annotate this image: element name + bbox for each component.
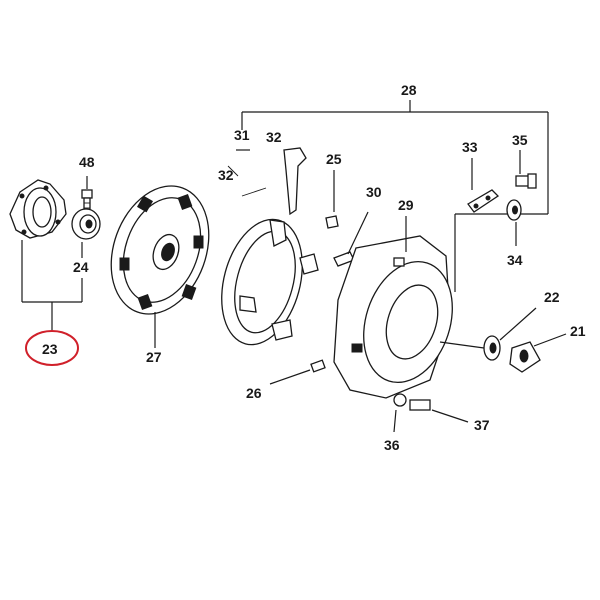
part-23-flange [9, 179, 67, 239]
label-35: 35 [512, 132, 528, 148]
part-26-bolt [269, 359, 326, 385]
label-30: 30 [366, 184, 382, 200]
group-bracket-23 [21, 240, 83, 330]
label-36: 36 [384, 437, 400, 453]
part-35-bolt [515, 150, 537, 189]
part-29-housing [333, 216, 453, 399]
label-22: 22 [544, 289, 560, 305]
label-21: 21 [570, 323, 586, 339]
label-24: 24 [73, 259, 89, 275]
label-28: 28 [401, 82, 417, 98]
part-24-bearing [71, 208, 101, 258]
part-34-washer [506, 199, 522, 246]
group-bracket-28 [241, 100, 549, 292]
label-48: 48 [79, 154, 95, 170]
part-21-collar [509, 333, 567, 373]
label-34: 34 [507, 252, 523, 268]
part-22-bearing [439, 307, 537, 361]
part-25-pin [325, 170, 339, 229]
label-33: 33 [462, 139, 478, 155]
label-37: 37 [474, 417, 490, 433]
highlight-circle-23 [25, 330, 79, 366]
part-31-pressure-plate [221, 147, 319, 346]
part-36-washer [393, 393, 407, 433]
label-31: 31 [234, 127, 250, 143]
label-32a: 32 [266, 129, 282, 145]
part-27-clutch-disc [110, 185, 210, 348]
label-32b: 32 [218, 167, 234, 183]
label-27: 27 [146, 349, 162, 365]
part-48-bolt [81, 176, 93, 215]
label-23: 23 [42, 341, 58, 357]
label-26: 26 [246, 385, 262, 401]
part-37-bolt [409, 399, 469, 423]
label-25: 25 [326, 151, 342, 167]
part-33-lever [467, 158, 500, 213]
label-29: 29 [398, 197, 414, 213]
